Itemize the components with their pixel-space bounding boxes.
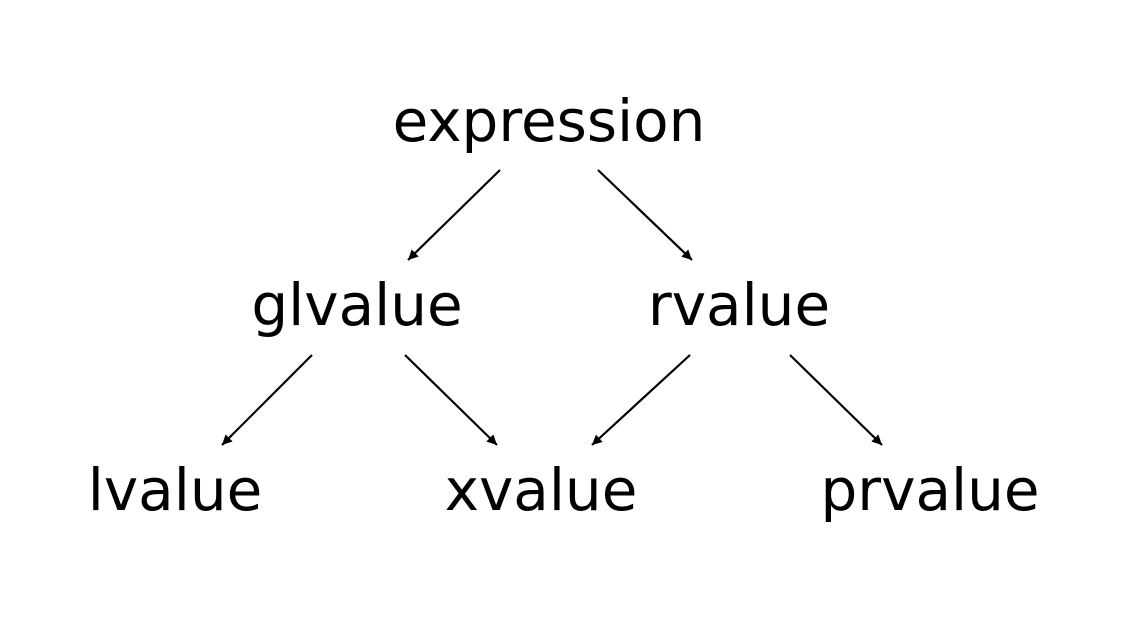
edge-glvalue-lvalue <box>221 354 313 446</box>
nodes: expression glvalue rvalue lvalue xvalue … <box>88 87 1040 524</box>
node-xvalue: xvalue <box>445 456 638 524</box>
edges <box>221 169 883 446</box>
edge-glvalue-xvalue <box>404 354 498 446</box>
node-prvalue: prvalue <box>820 456 1039 524</box>
node-expression: expression <box>393 87 706 155</box>
edge-expression-glvalue <box>407 169 501 261</box>
node-lvalue: lvalue <box>88 456 263 524</box>
node-rvalue: rvalue <box>648 271 830 339</box>
node-glvalue: glvalue <box>251 271 462 339</box>
edge-rvalue-xvalue <box>591 354 691 446</box>
edge-expression-rvalue <box>597 169 693 261</box>
edge-rvalue-prvalue <box>789 354 883 446</box>
